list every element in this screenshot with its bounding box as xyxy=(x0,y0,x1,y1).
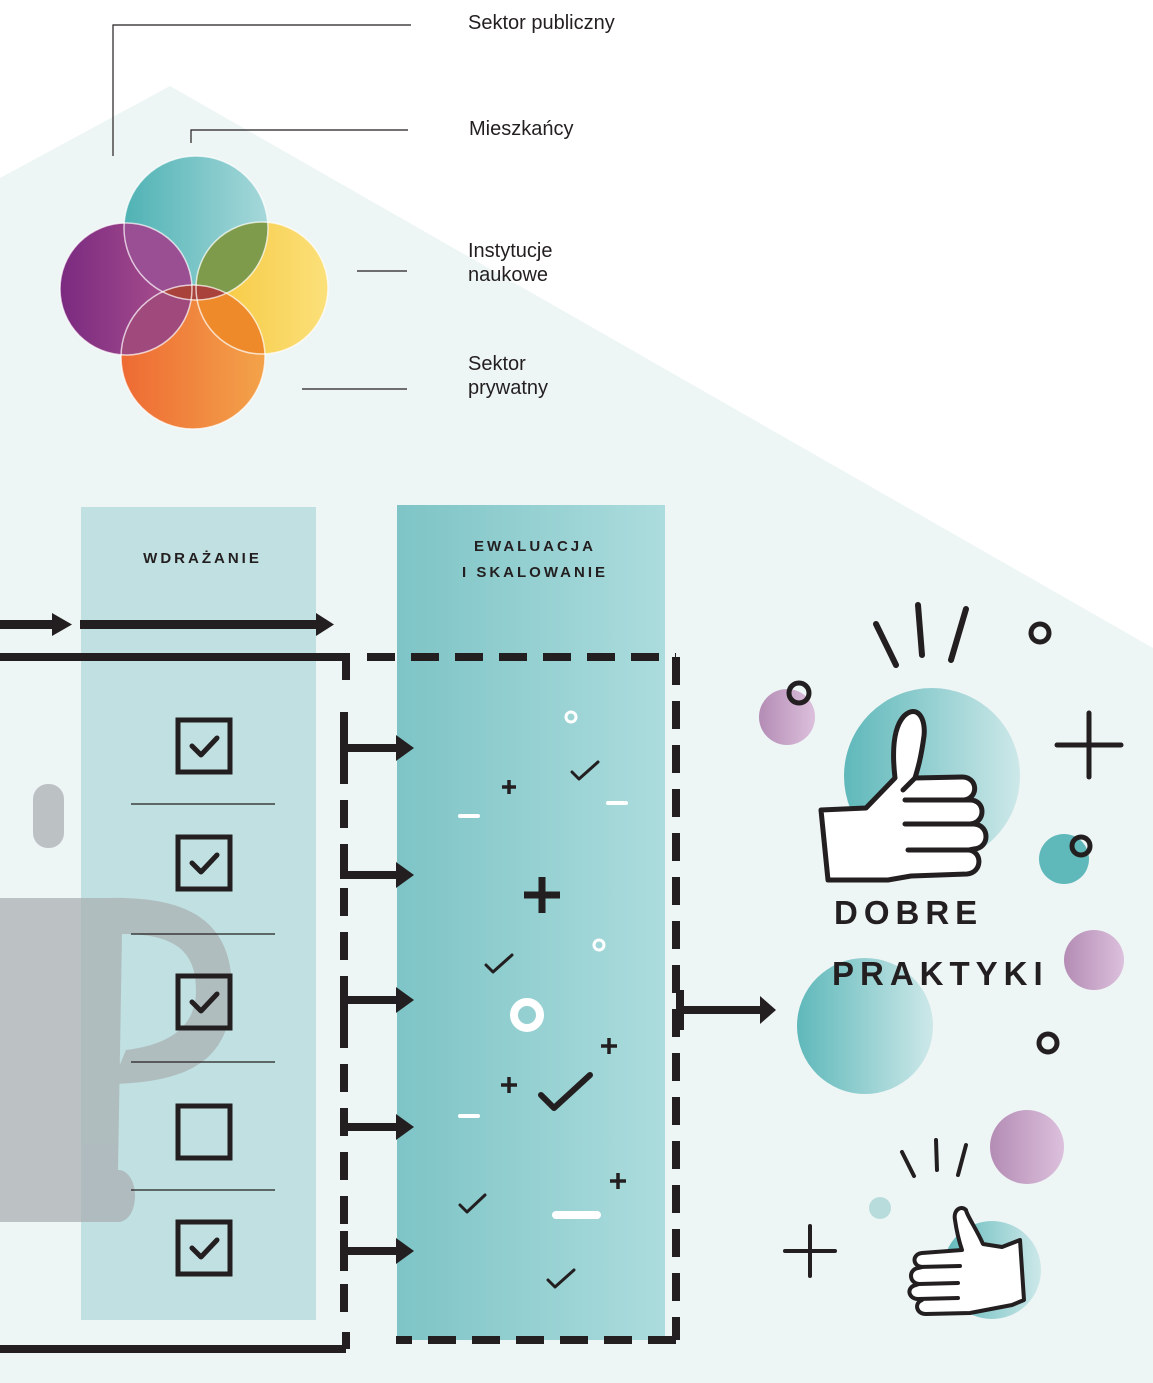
top-arrows xyxy=(0,613,334,636)
result-text-line2: PRAKTYKI xyxy=(832,955,1049,992)
checkbox-checked-icon xyxy=(175,973,233,1031)
checkbox-checked-icon xyxy=(175,834,233,892)
arrow-right-icon xyxy=(340,1114,414,1140)
label-public-sector: Sektor publiczny xyxy=(468,12,615,34)
evaluation-frame-dashed xyxy=(340,653,680,1344)
arrow-right-icon xyxy=(340,980,414,1020)
checkbox-checked-icon xyxy=(175,717,233,775)
arrow-right-icon xyxy=(340,728,414,768)
arrow-right-icon xyxy=(340,1231,414,1271)
arrow-right-icon xyxy=(340,862,414,888)
output-arrow xyxy=(676,990,776,1030)
label-residents: Mieszkańcy xyxy=(469,118,574,140)
thumbs-up-small-icon xyxy=(907,1206,1026,1316)
thumbs-up-icon xyxy=(818,709,989,883)
label-private-line2: prywatny xyxy=(468,377,549,399)
label-private-line1: Sektor xyxy=(468,353,526,375)
heading-implementation: WDRAŻANIE xyxy=(143,550,262,567)
evaluation-decorations xyxy=(458,710,628,1219)
checklist xyxy=(175,717,233,1277)
heading-evaluation: EWALUACJA I SKALOWANIE xyxy=(397,534,673,586)
heading-evaluation-line1: EWALUACJA xyxy=(473,538,596,555)
feedback-loop-lines xyxy=(0,653,350,1353)
column-arrows xyxy=(340,728,414,1271)
stakeholder-venn-diagram xyxy=(59,155,329,430)
label-science-line1: Instytucje xyxy=(468,240,553,262)
trophy-cup-illustration xyxy=(0,784,232,1222)
evaluation-plus-signs xyxy=(501,780,626,1189)
heading-evaluation-line2: I SKALOWANIE xyxy=(461,564,608,581)
leader-lines xyxy=(112,24,411,390)
result-text-line1: DOBRE xyxy=(834,894,984,931)
label-science-institutions: Instytucje naukowe xyxy=(468,239,552,287)
checkbox-empty-icon xyxy=(175,1103,233,1161)
label-private-sector: Sektor prywatny xyxy=(468,352,548,400)
checklist-dividers xyxy=(131,803,275,1191)
evaluation-checks xyxy=(458,760,600,1289)
label-science-line2: naukowe xyxy=(468,264,549,286)
checkbox-checked-icon xyxy=(175,1219,233,1277)
evaluation-column xyxy=(397,505,665,1340)
